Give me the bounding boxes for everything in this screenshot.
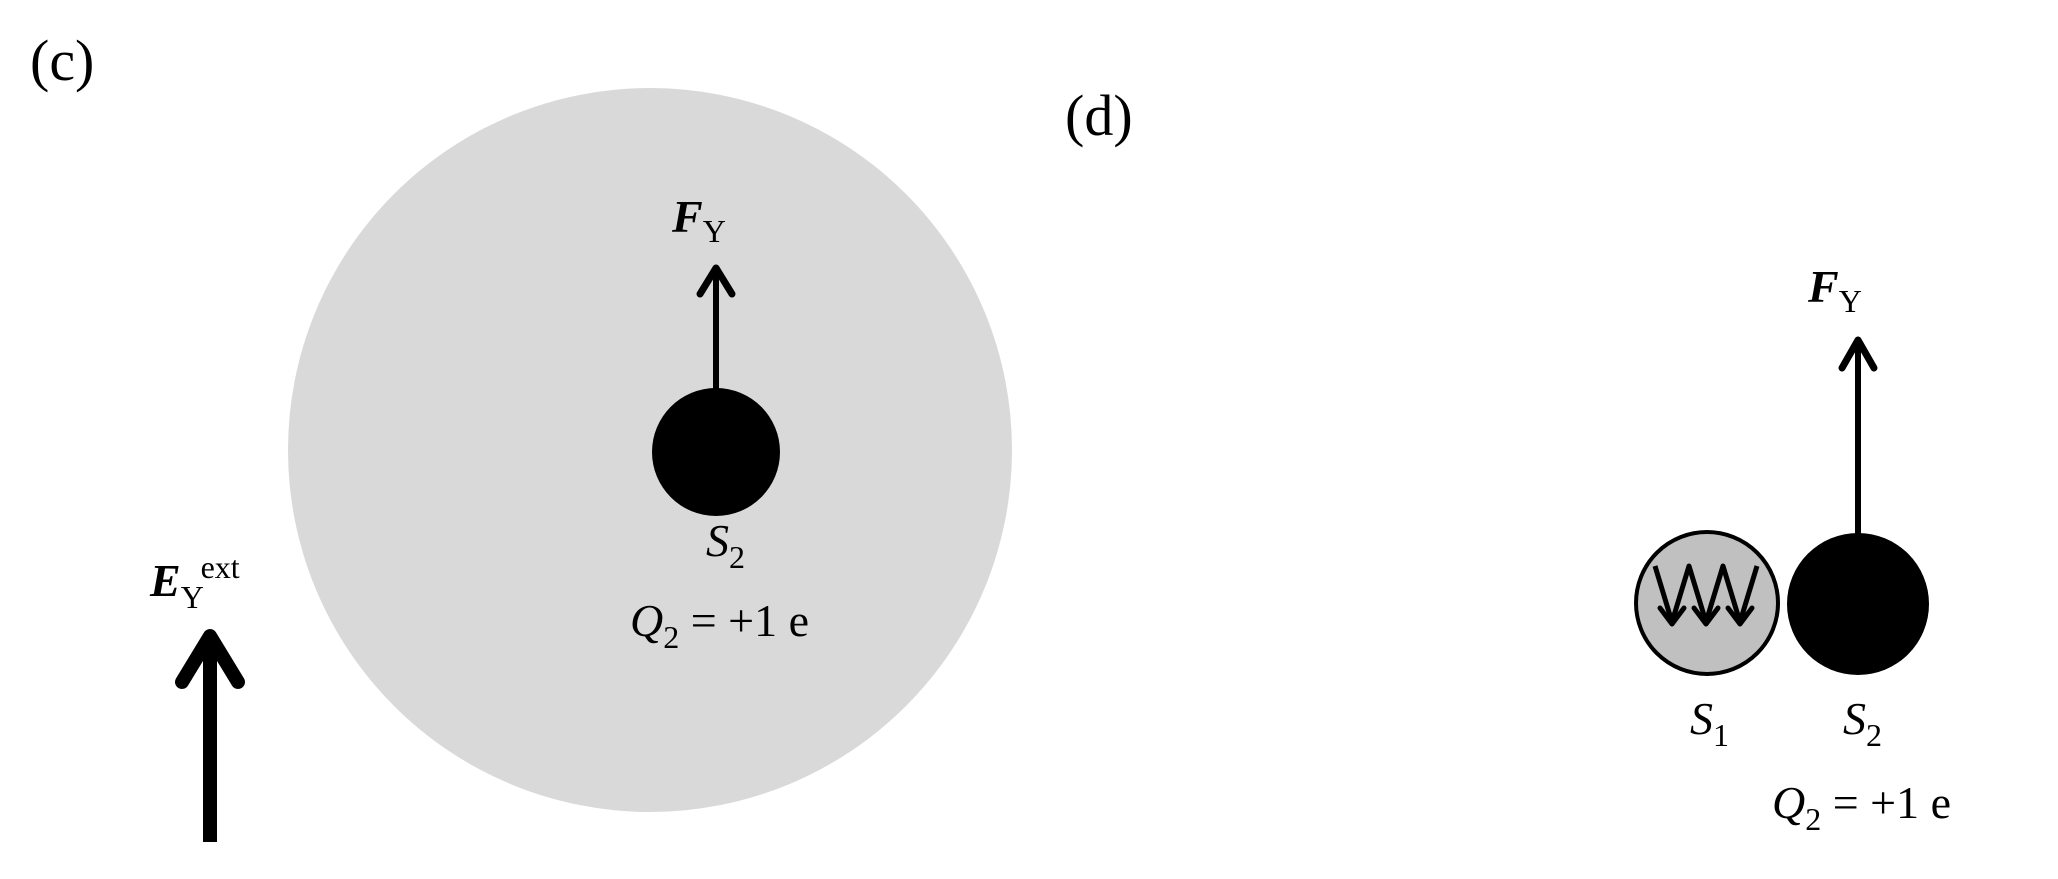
charge-label-c: Q2 = +1 e bbox=[630, 595, 809, 655]
sphere-label-c: S2 bbox=[706, 515, 745, 575]
force-arrow-d bbox=[1838, 336, 1878, 535]
charge-symbol-d: Q bbox=[1772, 777, 1805, 828]
panel-d-label: (d) bbox=[1065, 83, 1133, 148]
sphere1-subscript-d: 1 bbox=[1713, 717, 1729, 753]
sphere2-subscript-d: 2 bbox=[1866, 717, 1882, 753]
force-label-d: FY bbox=[1807, 261, 1862, 319]
field-superscript-c: ext bbox=[201, 549, 240, 585]
charge-subscript-c: 2 bbox=[663, 619, 679, 655]
sphere-s1-d bbox=[1634, 530, 1780, 676]
charge-subscript-d: 2 bbox=[1805, 801, 1821, 837]
charge-symbol-c: Q bbox=[630, 595, 663, 646]
sphere2-symbol-d: S bbox=[1843, 693, 1866, 744]
charge-value-c: = +1 e bbox=[679, 595, 809, 646]
force-subscript-d: Y bbox=[1839, 283, 1862, 319]
polarization-cloud bbox=[288, 88, 1012, 812]
field-arrow-c bbox=[175, 629, 245, 842]
sphere1-symbol-d: S bbox=[1690, 693, 1713, 744]
zigzag-arrowheads bbox=[1657, 605, 1755, 627]
sphere-symbol-c: S bbox=[706, 515, 729, 566]
panel-c: (c) FY S2 Q2 = +1 e EYext bbox=[30, 28, 1012, 842]
force-symbol-c: F bbox=[671, 191, 703, 242]
sphere1-label-d: S1 bbox=[1690, 693, 1729, 753]
force-label-c: FY bbox=[671, 191, 726, 249]
sphere-subscript-c: 2 bbox=[729, 539, 745, 575]
panel-c-label: (c) bbox=[30, 28, 94, 93]
force-arrow-c bbox=[696, 264, 736, 390]
field-subscript-c: Y bbox=[181, 579, 204, 615]
field-symbol-c: E bbox=[149, 555, 181, 606]
field-label-c: EYext bbox=[149, 549, 240, 615]
sphere2-label-d: S2 bbox=[1843, 693, 1882, 753]
force-subscript-c: Y bbox=[703, 213, 726, 249]
charge-label-d: Q2 = +1 e bbox=[1772, 777, 1951, 837]
force-symbol-d: F bbox=[1807, 261, 1839, 312]
sphere-s2-c bbox=[652, 388, 780, 516]
sphere-s2-d bbox=[1787, 533, 1929, 675]
charge-value-d: = +1 e bbox=[1821, 777, 1951, 828]
panel-d: (d) FY S1 S2 Q2 = +1 e bbox=[1065, 83, 1951, 837]
